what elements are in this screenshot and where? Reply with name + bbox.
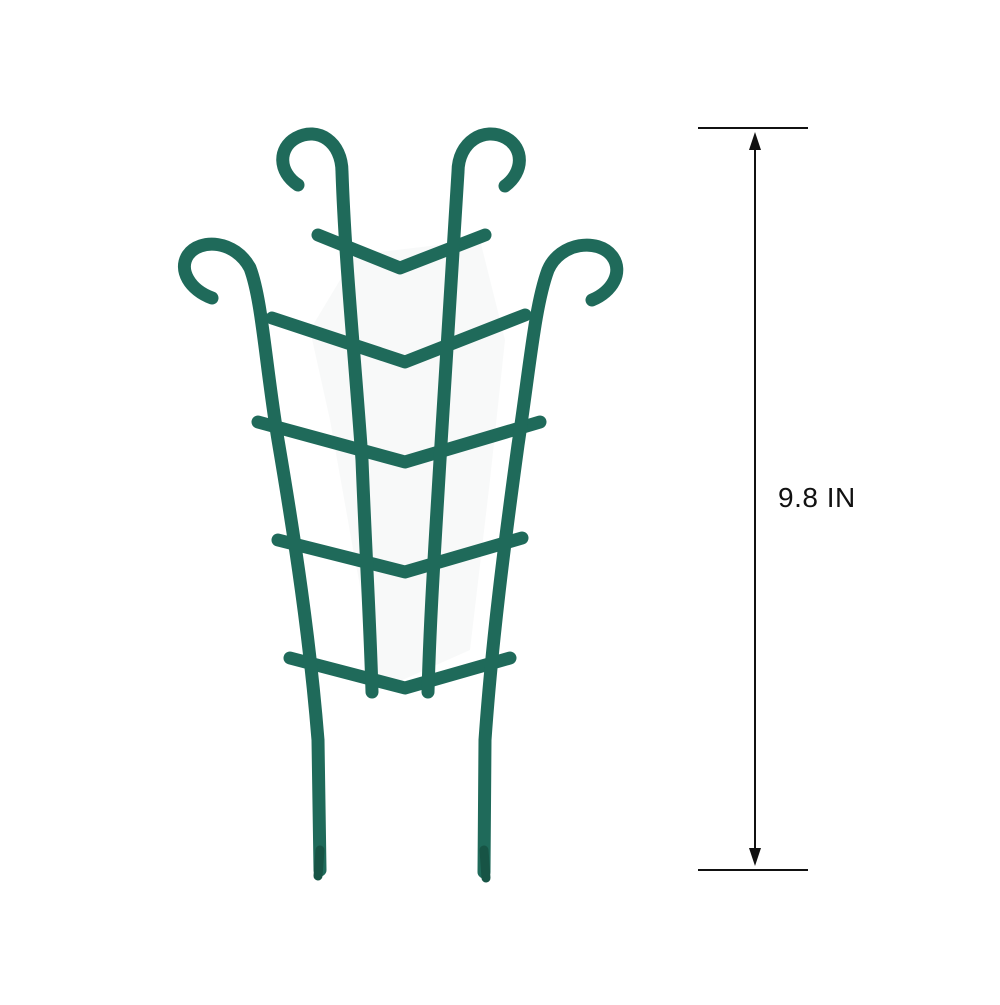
arrow-down-icon (749, 848, 761, 866)
trellis-rung-2 (265, 308, 532, 369)
left-inner-post (276, 127, 379, 699)
height-dimension (698, 127, 808, 871)
height-dimension-label: 9.8 IN (778, 482, 856, 513)
right-inner-post (421, 127, 526, 699)
trellis-rung-5 (283, 651, 517, 695)
left-stake-tip (313, 845, 325, 881)
left-outer-post (177, 237, 327, 877)
right-stake-tip (479, 845, 491, 883)
arrow-up-icon (749, 132, 761, 150)
trellis-rung-4 (271, 531, 529, 579)
garden-trellis-icon (177, 127, 624, 883)
right-outer-post (477, 238, 624, 879)
trellis-rung-3 (251, 415, 547, 469)
